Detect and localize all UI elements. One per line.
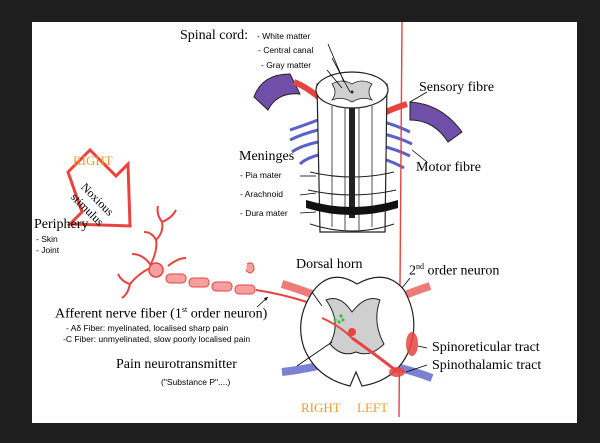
second-order-label: 2nd order neuron bbox=[409, 262, 499, 280]
spinothalamic-tract-mark bbox=[389, 367, 405, 377]
left-nerve-root bbox=[253, 73, 301, 111]
noxious-stimulus-arrow bbox=[66, 147, 132, 228]
afferent-fiber-label: Afferent nerve fiber (1st order neuron) bbox=[55, 305, 267, 323]
central-fissure bbox=[349, 108, 355, 218]
skin-label: - Skin bbox=[36, 234, 58, 244]
spinal-cord-diagram bbox=[66, 22, 463, 418]
spinal-cord-label: Spinal cord: bbox=[180, 28, 249, 43]
spinoreticular-tract-mark bbox=[406, 332, 418, 356]
a-delta-label: - Aδ Fiber: myelinated, localised sharp … bbox=[66, 323, 229, 333]
top-pointer-lines bbox=[299, 43, 428, 214]
afferent-prefix: Afferent nerve fiber (1 bbox=[55, 306, 182, 322]
afferent-suffix: order neuron) bbox=[187, 306, 268, 322]
substance-p-label: ("Substance P"....) bbox=[161, 377, 231, 387]
spinal-cross-section bbox=[280, 276, 434, 387]
white-matter-label: - White matter bbox=[257, 31, 311, 41]
joint-label: - Joint bbox=[36, 245, 60, 255]
gray-matter-label: - Gray matter bbox=[261, 60, 312, 70]
spinoreticular-label: Spinoreticular tract bbox=[432, 340, 540, 355]
pia-ring bbox=[309, 171, 395, 178]
spinal-column-illustration bbox=[253, 22, 463, 418]
diagram-sheet: Spinal cord: - White matter - Central ca… bbox=[32, 22, 577, 423]
meninges-label: Meninges bbox=[239, 149, 295, 164]
central-canal-label: - Central canal bbox=[258, 45, 314, 55]
pia-mater-label: - Pia mater bbox=[240, 170, 282, 180]
arachnoid-ring bbox=[307, 189, 397, 196]
afferent-sup: st bbox=[181, 305, 188, 314]
dorsal-horn-label: Dorsal horn bbox=[296, 257, 363, 272]
right-top-label: RIGHT bbox=[73, 153, 113, 168]
dura-mater-label: - Dura mater bbox=[240, 208, 288, 218]
spinothalamic-label: Spinothalamic tract bbox=[432, 358, 542, 373]
c-fiber-label: -C Fiber: unmyelinated, slow poorly loca… bbox=[63, 334, 251, 344]
second-order-num: 2 bbox=[409, 263, 416, 279]
substance-p-dots bbox=[333, 314, 345, 324]
arachnoid-label: - Arachnoid bbox=[240, 189, 283, 199]
sensory-fibre-label: Sensory fibre bbox=[419, 80, 495, 95]
afferent-neuron bbox=[117, 205, 323, 319]
pain-neurotransmitter-label: Pain neurotransmitter bbox=[116, 357, 237, 372]
motor-fibre-label: Motor fibre bbox=[416, 160, 481, 175]
periphery-label: Periphery bbox=[34, 217, 89, 232]
right-bottom-label: RIGHT bbox=[301, 400, 341, 415]
bottom-ring bbox=[309, 223, 395, 232]
dura-band bbox=[306, 200, 398, 215]
right-nerve-root bbox=[409, 101, 463, 143]
left-motor-fibres bbox=[289, 118, 323, 166]
central-canal bbox=[350, 90, 354, 94]
second-order-sup: nd bbox=[416, 262, 424, 271]
left-bottom-label: LEFT bbox=[357, 400, 389, 415]
second-order-rest: order neuron bbox=[424, 263, 500, 279]
